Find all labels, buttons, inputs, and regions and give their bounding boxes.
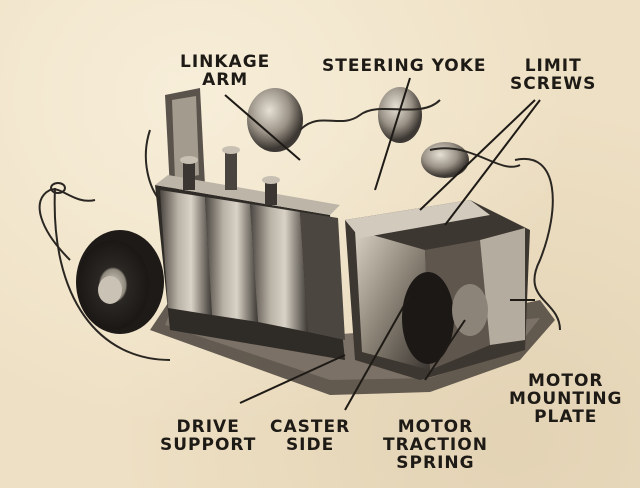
- label-caster-side: CASTER SIDE: [270, 418, 350, 454]
- label-motor-mounting-plate: MOTOR MOUNTING PLATE: [509, 372, 623, 426]
- leader-limit-screws-2: [444, 99, 541, 226]
- label-motor-traction-spring-line2: TRACTION: [383, 435, 488, 455]
- leader-limit-screws-1: [419, 99, 536, 211]
- label-motor-traction-spring-line1: MOTOR: [397, 417, 474, 437]
- label-limit-screws: LIMIT SCREWS: [510, 57, 596, 93]
- label-linkage-arm-line1: LINKAGE: [180, 52, 271, 72]
- label-steering-yoke-line1: STEERING YOKE: [322, 56, 487, 76]
- traction-wheel: [402, 272, 488, 364]
- leader-drive-support: [239, 354, 346, 404]
- leader-lines: [224, 77, 541, 411]
- label-limit-screws-line2: SCREWS: [510, 74, 597, 94]
- leader-linkage-arm: [224, 94, 301, 161]
- vacuum-tubes: [247, 87, 469, 178]
- label-linkage-arm-line2: ARM: [202, 70, 249, 90]
- label-motor-traction-spring-line3: SPRING: [396, 453, 475, 473]
- label-caster-side-line2: SIDE: [285, 435, 335, 455]
- label-motor-mounting-plate-line1: MOTOR: [528, 371, 604, 391]
- wire-loop: [50, 182, 66, 194]
- label-linkage-arm: LINKAGE ARM: [180, 53, 270, 89]
- wires: [38, 99, 561, 361]
- leader-caster-side: [344, 294, 411, 411]
- label-drive-support: DRIVE SUPPORT: [160, 418, 256, 454]
- label-motor-traction-spring: MOTOR TRACTION SPRING: [383, 418, 488, 472]
- battery-terminals: [180, 146, 280, 205]
- label-motor-mounting-plate-line2: MOUNTING: [509, 389, 623, 409]
- label-drive-support-line1: DRIVE: [176, 417, 240, 437]
- motor-housing: [345, 200, 530, 380]
- leader-steering-yoke: [374, 77, 411, 191]
- battery-pack: [155, 175, 345, 360]
- label-motor-mounting-plate-line3: PLATE: [534, 407, 598, 427]
- leader-motor-traction-spring: [424, 319, 466, 381]
- label-caster-side-line1: CASTER: [270, 417, 351, 437]
- left-wheel: [76, 230, 164, 334]
- label-steering-yoke: STEERING YOKE: [322, 57, 487, 75]
- label-limit-screws-line1: LIMIT: [524, 56, 582, 76]
- label-drive-support-line2: SUPPORT: [160, 435, 257, 455]
